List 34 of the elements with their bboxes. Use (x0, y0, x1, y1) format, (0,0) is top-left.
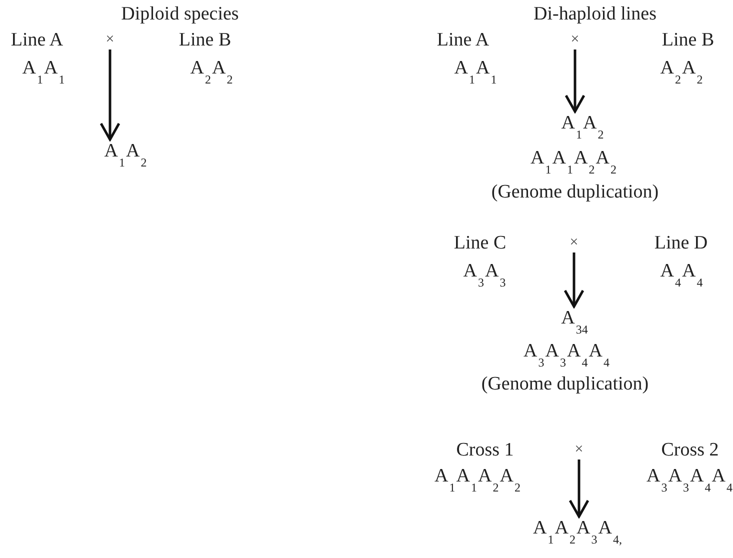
offspring-genotype: A$_{1}$A$_{2}$ (561, 114, 605, 140)
offspring-genotype: A$_{1}$A$_{2}$ (104, 142, 148, 168)
genotype-label: Line D (654, 234, 708, 252)
genotype-label: Line A (436, 30, 490, 50)
cross-symbol: × (570, 32, 580, 48)
arrow (564, 252, 584, 308)
cross-symbol: × (570, 236, 578, 250)
genotype-label: A$_{3}$A$_{3}$A$_{4}$A$_{4}$ (646, 466, 733, 494)
offspring-genotype: A$_{1}$A$_{2}$A$_{3}$A$_{4,}$ (533, 518, 623, 546)
cross-symbol: × (574, 442, 584, 458)
arrow (564, 50, 586, 113)
genotype-label: Line C (454, 234, 506, 252)
column-heading: Diploid species (121, 4, 239, 24)
genotype-label: A$_{1}$A$_{1}$A$_{2}$A$_{2}$ (434, 466, 522, 494)
genotype-label: A$_{1}$A$_{1}$A$_{2}$A$_{2}$ (530, 148, 618, 176)
genotype-label: A$_{1}$A$_{1}$ (22, 58, 66, 86)
column-heading: Di-haploid lines (534, 4, 656, 24)
genotype-label: Cross 2 (661, 440, 719, 460)
genotype-label: Line B (662, 30, 714, 50)
genotype-label: A$_{4}$A$_{4}$ (660, 262, 704, 288)
offspring-genotype: A$_{34}$ (561, 308, 589, 336)
genotype-label: Cross 1 (456, 440, 514, 460)
genotype-label: A$_{1}$A$_{1}$ (454, 58, 498, 86)
genotype-label: Line B (178, 30, 232, 50)
arrow (100, 50, 120, 141)
genotype-label: (Genome duplication) (481, 374, 649, 394)
arrow (568, 460, 590, 518)
cross-symbol: × (106, 32, 114, 48)
genotype-label: (Genome duplication) (491, 182, 659, 202)
genotype-label: Line A (10, 30, 64, 50)
genotype-label: A$_{2}$A$_{2}$ (660, 58, 704, 86)
genotype-label: A$_{3}$A$_{3}$A$_{4}$A$_{4}$ (524, 342, 610, 368)
genotype-label: A$_{2}$A$_{2}$ (190, 58, 234, 86)
genotype-label: A$_{3}$A$_{3}$ (463, 262, 507, 288)
